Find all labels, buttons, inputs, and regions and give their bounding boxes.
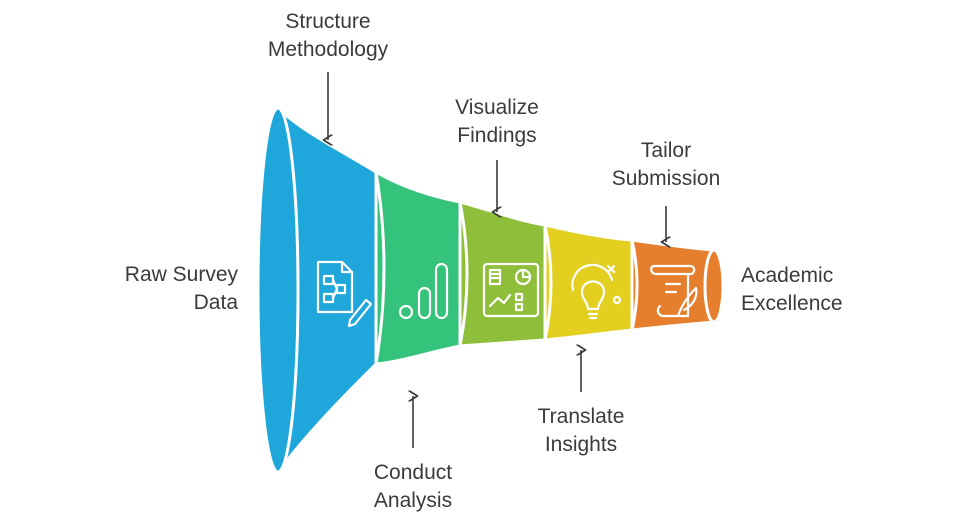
stage-label-line2: Insights: [544, 433, 618, 456]
lightbulb-icon: [571, 263, 622, 320]
stage-label-line2: Submission: [611, 167, 721, 190]
stage-label-line1: Tailor: [640, 139, 692, 162]
stage-label-line2: Findings: [457, 124, 537, 147]
bar-chart-icon: [398, 262, 449, 320]
stage-label-line2: Analysis: [373, 489, 453, 512]
scroll-quill-icon: [650, 264, 698, 318]
funnel-stage-visualize-findings: [458, 200, 547, 348]
stage-label-structure-methodology: Structure Methodology: [258, 8, 398, 64]
stage-label-line2: Methodology: [267, 38, 389, 61]
stage-label-translate-insights: Translate Insights: [511, 403, 651, 459]
stage-label-conduct-analysis: Conduct Analysis: [343, 459, 483, 515]
dashboard-icon: [482, 262, 540, 318]
input-label-line1: Raw Survey: [124, 263, 238, 286]
funnel-mouth: [256, 106, 300, 474]
output-label-line2: Excellence: [741, 292, 843, 315]
input-label: Raw Survey Data: [125, 261, 238, 317]
stage-label-tailor-submission: Tailor Submission: [596, 137, 736, 193]
output-label: Academic Excellence: [741, 262, 843, 318]
flowchart-document-icon: [316, 260, 373, 328]
stage-label-visualize-findings: Visualize Findings: [427, 94, 567, 150]
stage-label-line1: Structure: [285, 10, 371, 33]
output-label-line1: Academic: [741, 264, 834, 287]
stage-label-line1: Visualize: [455, 96, 539, 119]
stage-label-line1: Conduct: [373, 461, 453, 484]
input-label-line2: Data: [193, 291, 238, 314]
stage-label-line1: Translate: [537, 405, 625, 428]
